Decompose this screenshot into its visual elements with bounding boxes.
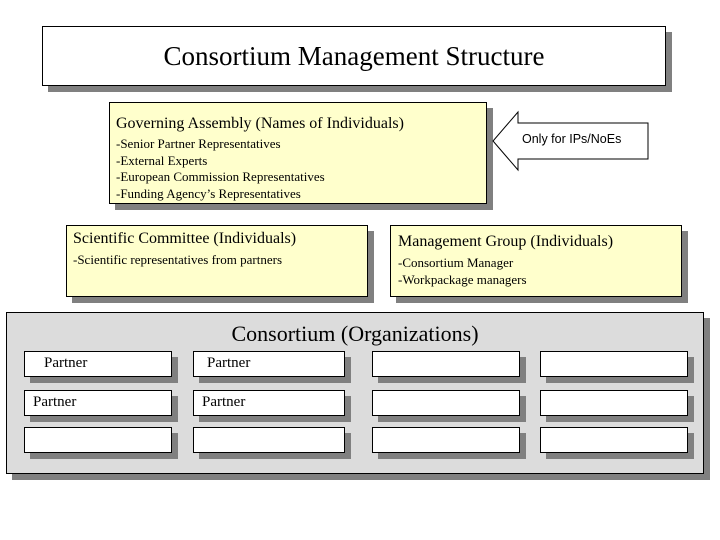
list-item: -Scientific representatives from partner…: [73, 252, 282, 267]
list-item: -Funding Agency’s Representatives: [116, 185, 301, 201]
partner-cell: [372, 351, 520, 377]
left-arrow-shape: [492, 110, 649, 172]
scientific-committee-box: Scientific Committee (Individuals) -Scie…: [66, 225, 368, 297]
arrow-note: Only for IPs/NoEs: [522, 132, 622, 146]
partner-cell: [372, 427, 520, 453]
governing-assembly-heading: Governing Assembly (Names of Individuals…: [116, 115, 404, 132]
partner-cell: [24, 427, 172, 453]
management-group-heading: Management Group (Individuals): [398, 233, 614, 250]
partner-label: Partner: [207, 355, 251, 371]
partner-cell: [540, 390, 688, 416]
title-box: Consortium Management Structure: [42, 26, 666, 86]
consortium-heading: Consortium (Organizations): [231, 321, 479, 346]
partner-cell: [372, 390, 520, 416]
governing-assembly-box: Governing Assembly (Names of Individuals…: [109, 102, 487, 204]
partner-cell: Partner: [193, 351, 345, 377]
partner-cell: [193, 427, 345, 453]
partner-label: Partner: [202, 394, 246, 410]
scientific-committee-list: -Scientific representatives from partner…: [73, 252, 282, 269]
page-title: Consortium Management Structure: [163, 41, 545, 71]
governing-assembly-list: -Senior Partner Representatives -Externa…: [116, 136, 325, 202]
list-item: -Workpackage managers: [398, 271, 527, 287]
partner-cell: Partner: [24, 390, 172, 416]
partner-cell: Partner: [24, 351, 172, 377]
list-item: -Senior Partner Representatives: [116, 136, 281, 151]
partner-cell: [540, 351, 688, 377]
management-group-box: Management Group (Individuals) -Consorti…: [390, 225, 682, 297]
scientific-committee-heading: Scientific Committee (Individuals): [73, 230, 297, 247]
management-group-list: -Consortium Manager -Workpackage manager…: [398, 255, 527, 288]
partner-label: Partner: [33, 394, 77, 410]
list-item: -Consortium Manager: [398, 255, 514, 270]
partner-label: Partner: [44, 355, 88, 371]
list-item: -European Commission Representatives: [116, 169, 325, 184]
partner-cell: [540, 427, 688, 453]
list-item: -External Experts: [116, 152, 208, 168]
partner-cell: Partner: [193, 390, 345, 416]
